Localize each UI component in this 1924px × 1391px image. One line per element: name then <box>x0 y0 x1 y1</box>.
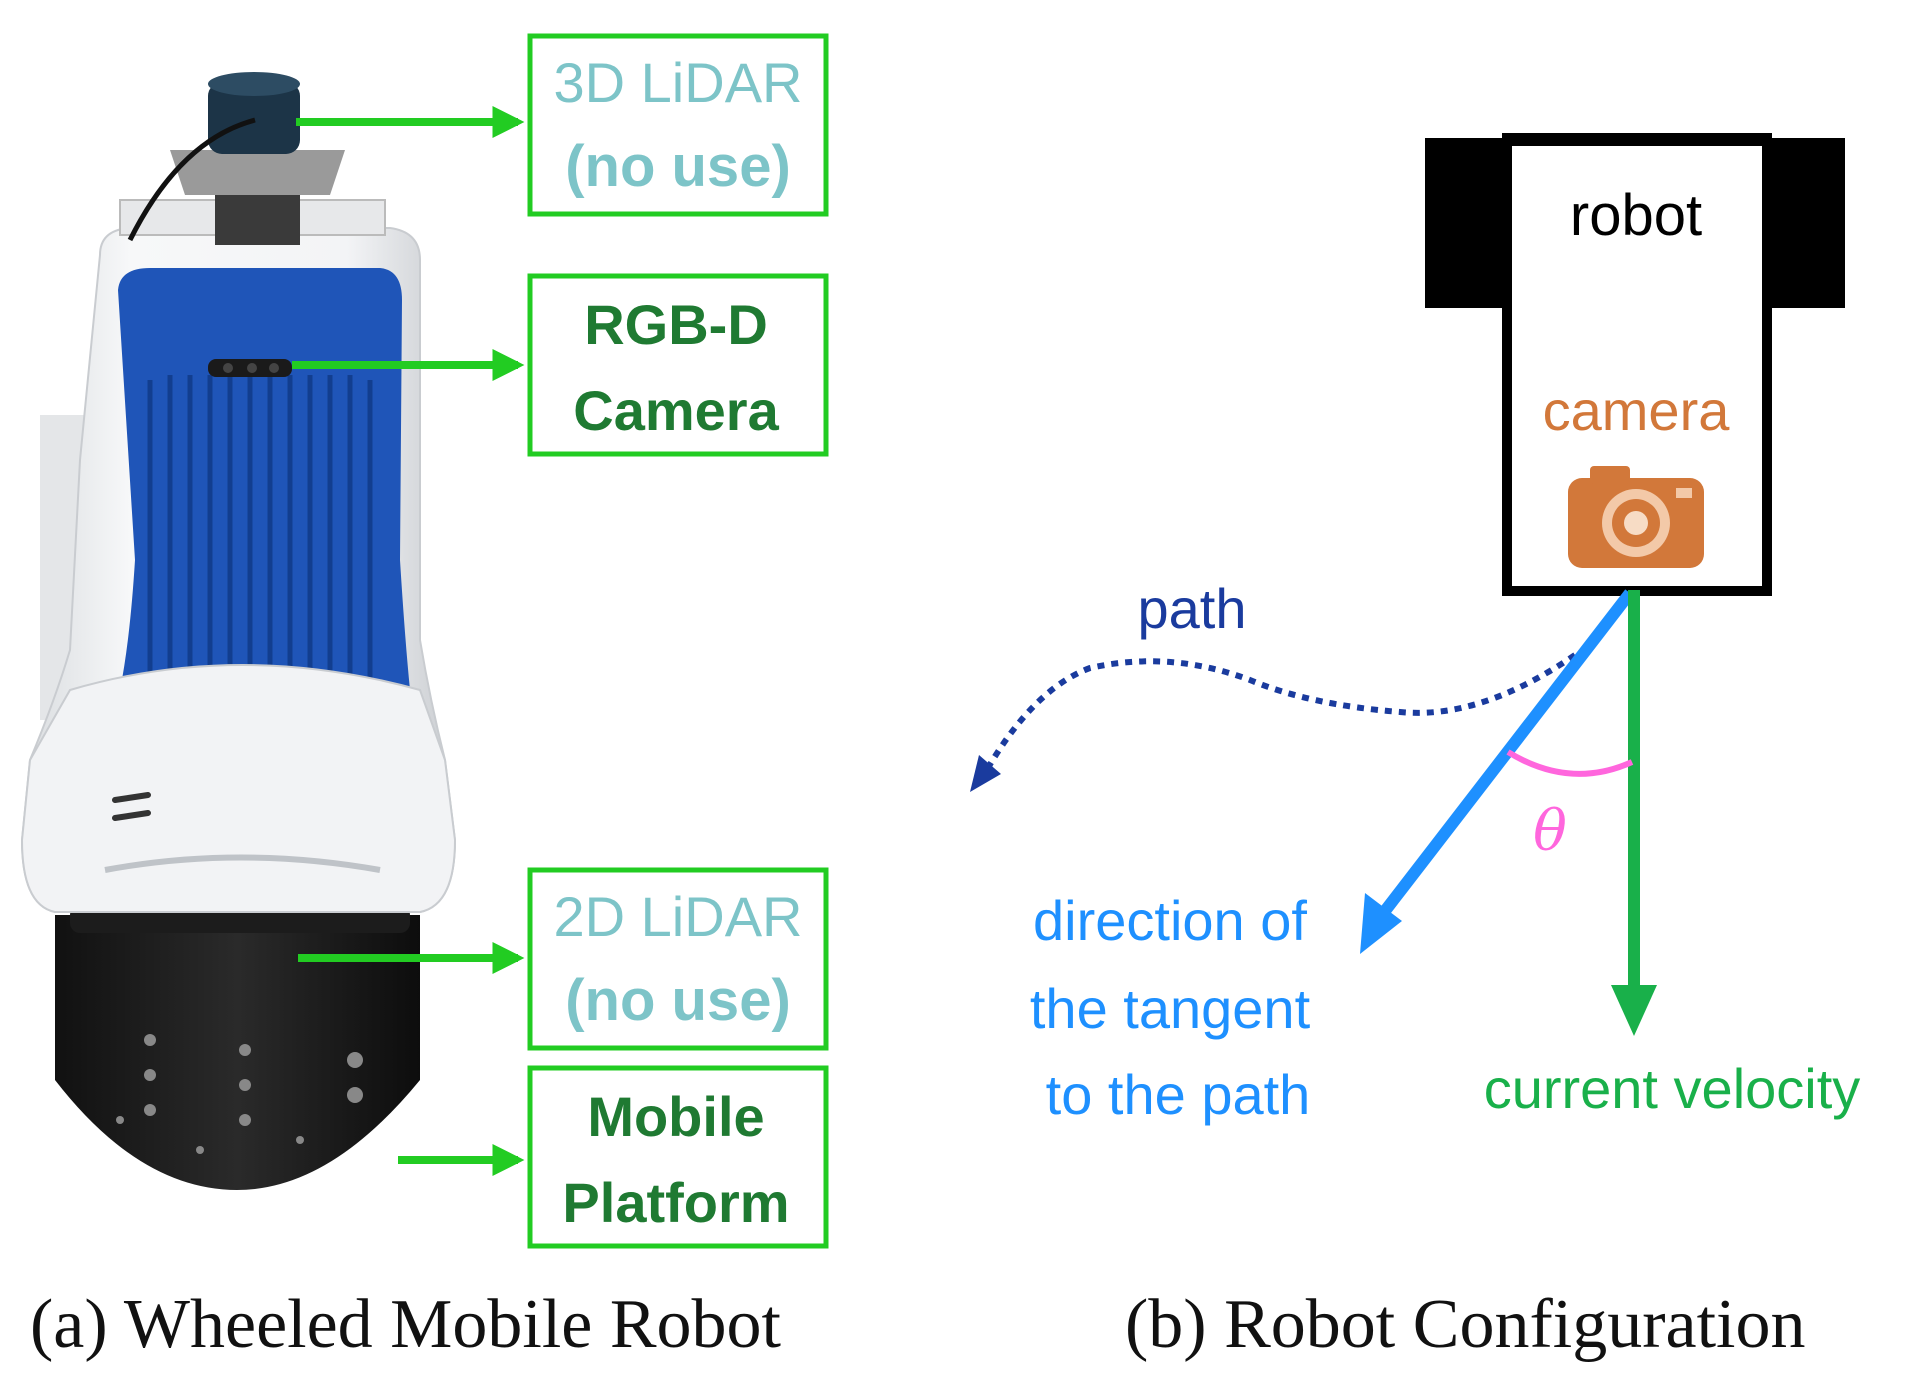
label-platform-line1: Mobile <box>587 1085 764 1148</box>
label-box-2d-lidar: 2D LiDAR (no use) <box>527 867 829 1051</box>
theta-angle: θ <box>1506 749 1634 864</box>
robot-top-view: robot camera <box>1425 133 1845 596</box>
theta-label: θ <box>1533 799 1567 864</box>
blue-panel-shape <box>118 268 410 690</box>
tangent-label-line1: direction of <box>1033 889 1307 952</box>
robot-photo <box>20 72 457 1190</box>
label-rgbd-line2: Camera <box>573 379 779 442</box>
robot-label: robot <box>1570 183 1702 248</box>
tangent-label-line3: to the path <box>1046 1063 1311 1126</box>
label-3d-lidar-line2: (no use) <box>565 134 791 199</box>
mobile-base-shape <box>55 915 420 1190</box>
velocity-arrow <box>1611 590 1657 1036</box>
label-2d-lidar-line2: (no use) <box>565 968 791 1033</box>
label-box-rgbd-camera: RGB-D Camera <box>527 273 829 457</box>
label-platform-line2: Platform <box>562 1171 789 1234</box>
path-arrowhead <box>970 755 1001 792</box>
camera-label: camera <box>1543 379 1731 442</box>
camera-icon <box>1568 466 1704 568</box>
caption-panel-a: (a) Wheeled Mobile Robot <box>30 1286 781 1363</box>
path-curve: path <box>970 577 1577 792</box>
vent-lines <box>112 792 151 821</box>
label-box-3d-lidar: 3D LiDAR (no use) <box>527 33 829 217</box>
label-rgbd-line1: RGB-D <box>584 293 768 356</box>
caption-panel-b: (b) Robot Configuration <box>1125 1286 1806 1363</box>
label-box-mobile-platform: Mobile Platform <box>527 1065 829 1249</box>
tangent-label-line2: the tangent <box>1030 977 1311 1040</box>
tangent-label: direction of the tangent to the path <box>1030 889 1311 1126</box>
tangent-arrow <box>1360 589 1635 954</box>
blue-panel-slots <box>147 375 373 680</box>
label-2d-lidar-line1: 2D LiDAR <box>554 885 803 948</box>
label-3d-lidar-line1: 3D LiDAR <box>554 51 803 114</box>
velocity-label: current velocity <box>1484 1057 1861 1120</box>
path-label: path <box>1138 577 1247 640</box>
callout-arrows <box>292 106 525 1176</box>
